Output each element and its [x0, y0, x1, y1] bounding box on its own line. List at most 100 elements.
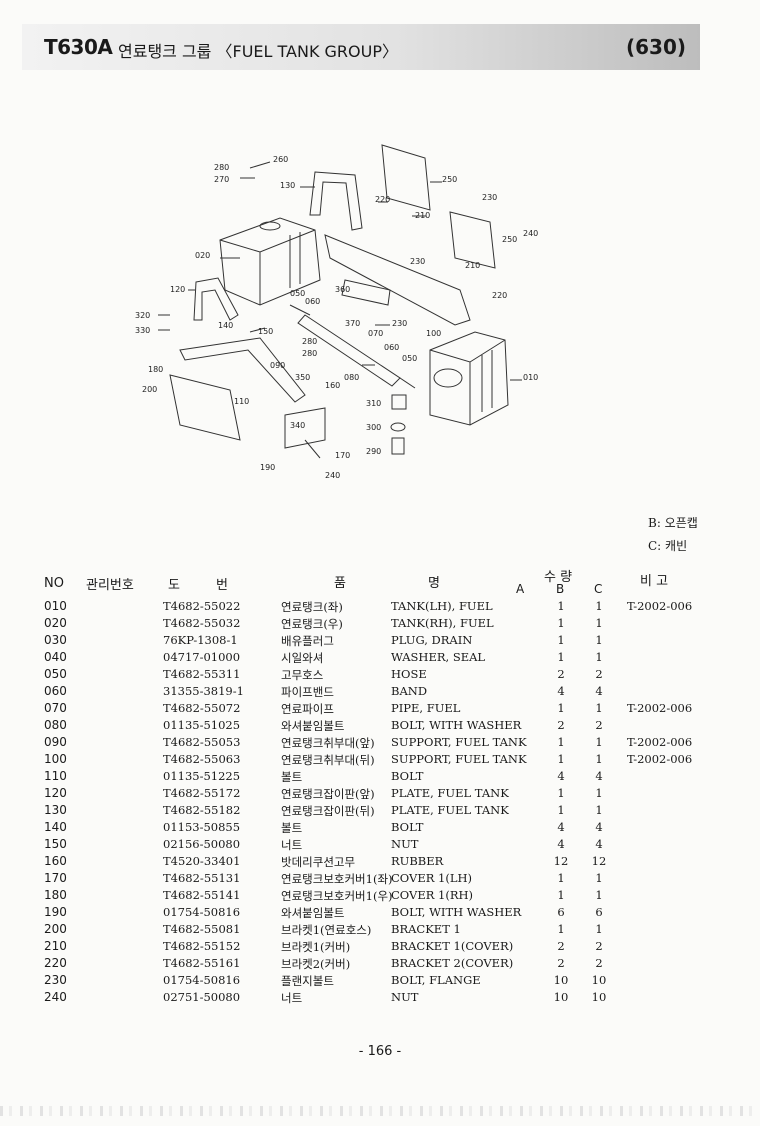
row-korean-name: 와셔붙임볼트 [281, 906, 345, 920]
row-qty-b: 2 [557, 718, 565, 732]
table-row: 030 76KP-1308-1 배유플러그 PLUG, DRAIN 1 1 [0, 633, 760, 650]
row-qty-c: 2 [595, 956, 603, 970]
svg-text:200: 200 [142, 385, 157, 394]
row-korean-name: 연료탱크잡이판(뒤) [281, 804, 375, 818]
row-korean-name: 고무호스 [281, 668, 324, 682]
row-no: 180 [44, 888, 67, 902]
row-no: 150 [44, 837, 67, 851]
row-part-number: T4682-55072 [163, 701, 241, 715]
table-row: 220 T4682-55161 브라켓2(커버) BRACKET 2(COVER… [0, 956, 760, 973]
row-remarks: T-2002-006 [627, 735, 693, 749]
row-part-number: T4682-55311 [163, 667, 241, 681]
row-english-name: PIPE, FUEL [391, 701, 461, 715]
row-qty-c: 1 [595, 735, 603, 749]
row-korean-name: 브라켓1(커버) [281, 940, 351, 954]
svg-text:250: 250 [442, 175, 457, 184]
table-row: 120 T4682-55172 연료탱크잡이판(앞) PLATE, FUEL T… [0, 786, 760, 803]
row-no: 210 [44, 939, 67, 953]
row-qty-b: 1 [557, 599, 565, 613]
header-qty-b: B [556, 582, 565, 596]
row-part-number: T4682-55053 [163, 735, 241, 749]
svg-text:150: 150 [258, 327, 273, 336]
row-qty-c: 4 [595, 684, 603, 698]
table-row: 130 T4682-55182 연료탱크잡이판(뒤) PLATE, FUEL T… [0, 803, 760, 820]
row-qty-b: 6 [557, 905, 565, 919]
row-korean-name: 밧데리쿠션고무 [281, 855, 356, 869]
svg-text:020: 020 [195, 251, 210, 260]
row-qty-c: 1 [595, 633, 603, 647]
svg-text:160: 160 [325, 381, 340, 390]
row-part-number: 04717-01000 [163, 650, 241, 664]
row-part-number: 02156-50080 [163, 837, 241, 851]
row-no: 240 [44, 990, 67, 1004]
row-qty-b: 10 [553, 990, 569, 1004]
table-row: 210 T4682-55152 브라켓1(커버) BRACKET 1(COVER… [0, 939, 760, 956]
svg-text:350: 350 [295, 373, 310, 382]
row-no: 130 [44, 803, 67, 817]
row-english-name: WASHER, SEAL [391, 650, 486, 664]
table-row: 180 T4682-55141 연료탱크보호커버1(우) COVER 1(RH)… [0, 888, 760, 905]
row-no: 100 [44, 752, 67, 766]
table-row: 150 02156-50080 너트 NUT 4 4 [0, 837, 760, 854]
row-qty-c: 2 [595, 718, 603, 732]
row-qty-b: 1 [557, 650, 565, 664]
row-english-name: PLATE, FUEL TANK [391, 803, 509, 817]
header-drawing-1: 도 [168, 578, 180, 593]
svg-text:140: 140 [218, 321, 233, 330]
svg-text:050: 050 [402, 354, 417, 363]
row-qty-c: 1 [595, 701, 603, 715]
row-qty-c: 1 [595, 599, 603, 613]
row-english-name: BOLT [391, 769, 424, 783]
row-part-number: T4682-55022 [163, 599, 241, 613]
table-row: 160 T4520-33401 밧데리쿠션고무 RUBBER 12 12 [0, 854, 760, 871]
table-row: 230 01754-50816 플랜지볼트 BOLT, FLANGE 10 10 [0, 973, 760, 990]
tank-right-shape [429, 331, 509, 426]
svg-text:050: 050 [290, 289, 305, 298]
svg-text:280: 280 [214, 163, 229, 172]
header-name-1: 품 [334, 576, 346, 591]
svg-text:280: 280 [302, 337, 317, 346]
row-korean-name: 너트 [281, 991, 303, 1005]
table-row: 090 T4682-55053 연료탱크취부대(앞) SUPPORT, FUEL… [0, 735, 760, 752]
row-no: 080 [44, 718, 67, 732]
row-qty-b: 2 [557, 939, 565, 953]
row-part-number: T4682-55081 [163, 922, 241, 936]
row-qty-b: 2 [557, 956, 565, 970]
header-qty-a: A [516, 582, 525, 596]
row-korean-name: 볼트 [281, 821, 303, 835]
parts-table-header: NO 관리번호 도 번 품 명 수 량 A B C 비 고 [0, 566, 760, 600]
table-row: 110 01135-51225 볼트 BOLT 4 4 [0, 769, 760, 786]
svg-text:370: 370 [345, 319, 360, 328]
table-row: 060 31355-3819-1 파이프밴드 BAND 4 4 [0, 684, 760, 701]
svg-text:090: 090 [270, 361, 285, 370]
row-korean-name: 플랜지볼트 [281, 974, 334, 988]
row-part-number: T4682-55063 [163, 752, 241, 766]
row-no: 010 [44, 599, 67, 613]
header-qty-c: C [594, 582, 603, 596]
row-part-number: 76KP-1308-1 [163, 633, 238, 647]
row-english-name: COVER 1(RH) [391, 888, 474, 902]
svg-text:310: 310 [366, 399, 381, 408]
row-english-name: BOLT [391, 820, 424, 834]
row-part-number: T4682-55131 [163, 871, 241, 885]
svg-text:280: 280 [302, 349, 317, 358]
row-qty-c: 1 [595, 650, 603, 664]
row-no: 230 [44, 973, 67, 987]
row-qty-c: 1 [595, 752, 603, 766]
row-english-name: BOLT, WITH WASHER [391, 905, 522, 919]
svg-text:170: 170 [335, 451, 350, 460]
svg-text:070: 070 [368, 329, 383, 338]
page-header: T630A 연료탱크 그룹 〈FUEL TANK GROUP〉 (630) [22, 24, 700, 70]
row-part-number: 01754-50816 [163, 905, 241, 919]
table-row: 190 01754-50816 와셔붙임볼트 BOLT, WITH WASHER… [0, 905, 760, 922]
svg-text:230: 230 [482, 193, 497, 202]
scan-noise-strip [0, 1106, 760, 1116]
row-english-name: NUT [391, 990, 419, 1004]
row-qty-c: 1 [595, 888, 603, 902]
row-no: 060 [44, 684, 67, 698]
row-korean-name: 연료탱크보호커버1(우) [281, 889, 393, 903]
row-part-number: T4682-55152 [163, 939, 241, 953]
row-qty-b: 1 [557, 701, 565, 715]
header-remarks: 비 고 [640, 574, 669, 589]
row-korean-name: 브라켓1(연료호스) [281, 923, 372, 937]
